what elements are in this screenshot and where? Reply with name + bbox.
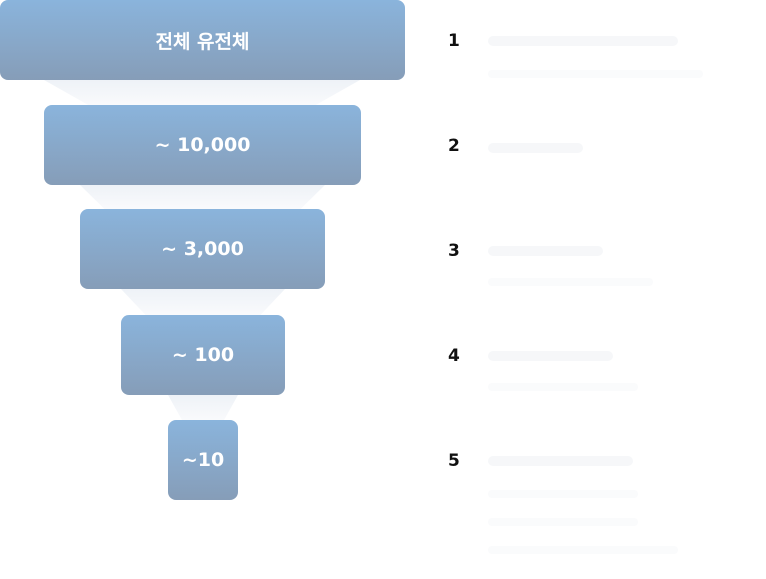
step-4-subtext-placeholder [488, 383, 638, 391]
step-5-subtext-placeholder-3 [488, 546, 678, 554]
funnel-connector-3 [121, 289, 285, 315]
funnel-connector-1 [44, 80, 360, 105]
step-number-4: 4 [448, 346, 460, 366]
funnel-connector-4 [168, 395, 238, 420]
step-3-text-placeholder [488, 246, 603, 256]
step-5-text-placeholder [488, 456, 633, 466]
funnel-stage-4: ~ 100 [121, 315, 285, 395]
step-number-2: 2 [448, 136, 460, 156]
funnel-connector-2 [80, 185, 325, 209]
step-1-subtext-placeholder [488, 70, 703, 78]
step-5-subtext-placeholder-2 [488, 518, 638, 526]
funnel-stage-5: ~10 [168, 420, 238, 500]
step-2-text-placeholder [488, 143, 583, 153]
step-1-text-placeholder [488, 36, 678, 46]
step-3-subtext-placeholder [488, 278, 653, 286]
funnel-stage-3: ~ 3,000 [80, 209, 325, 289]
step-5-subtext-placeholder-1 [488, 490, 638, 498]
step-number-5: 5 [448, 451, 460, 471]
funnel-stage-2: ~ 10,000 [44, 105, 361, 185]
step-number-1: 1 [448, 31, 460, 51]
step-number-3: 3 [448, 241, 460, 261]
step-4-text-placeholder [488, 351, 613, 361]
funnel-stage-1: 전체 유전체 [0, 0, 405, 80]
